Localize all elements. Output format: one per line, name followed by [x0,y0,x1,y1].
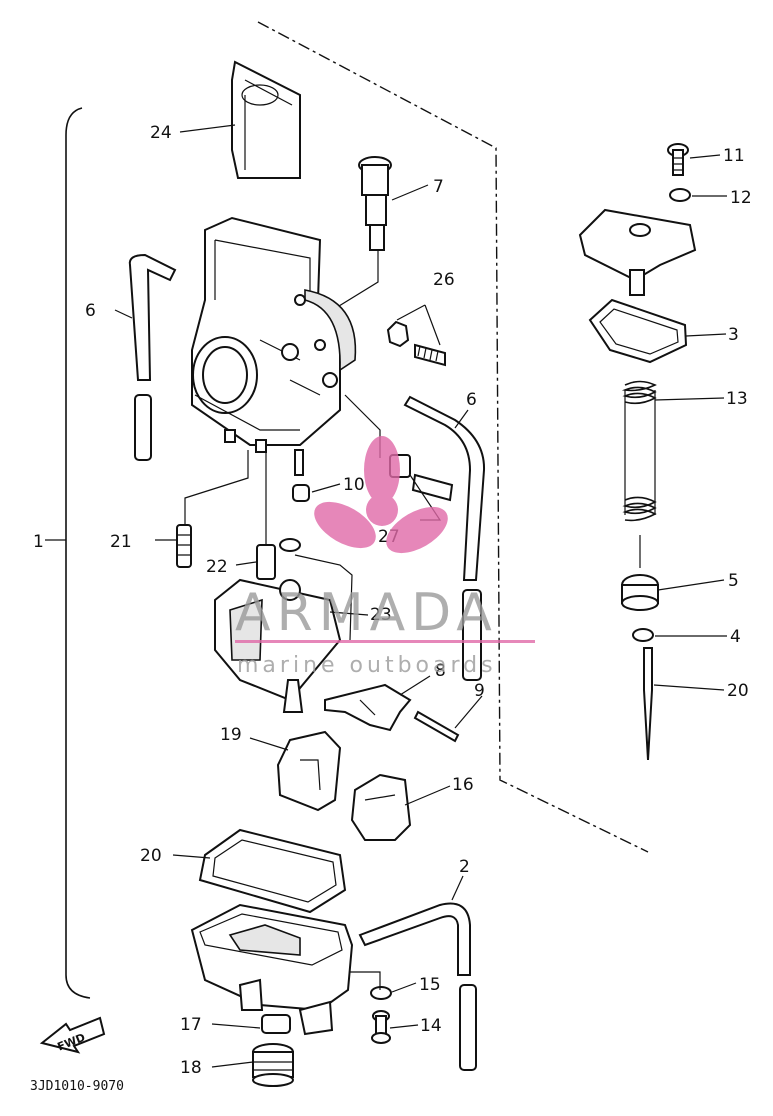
label-11: 11 [723,146,745,166]
label-7: 7 [433,177,444,197]
part-15-washer [350,971,392,1000]
label-26: 26 [433,270,455,290]
part-13-spring [621,380,657,522]
part-14-screw [371,1010,391,1044]
assembly-boundary [257,21,649,853]
part-6-right-hose [403,395,486,681]
part-3-gasket [588,298,688,364]
label-18: 18 [180,1058,202,1078]
label-3: 3 [728,325,739,345]
label-15: 15 [419,975,441,995]
propeller-logo-icon [314,436,448,554]
label-20: 20 [140,846,162,866]
float-bowl [190,903,354,1036]
label-12: 12 [730,188,752,208]
part-6-left-hose [128,253,177,461]
fwd-arrow-icon: FWD [39,1016,106,1054]
watermark-brand: ARMADA [235,583,498,643]
leader-lines [45,124,727,1068]
part-5-needle-holder [621,535,659,611]
part-16-cover [350,773,412,841]
part-21-needle [643,647,653,761]
label-13: 13 [726,389,748,409]
part-10-jet [292,484,310,502]
label-21: 20 [727,681,749,701]
part-2-overflow-hose [358,902,477,1071]
label-2: 2 [459,857,470,877]
part-8-float-arm [324,683,412,732]
part-23-main-jet [256,452,276,580]
label-8: 8 [435,661,446,681]
part-22-pilot-jet [176,450,249,568]
label-14: 14 [420,1016,442,1036]
part-9-pin [413,710,460,743]
part-18-drain-plug [252,1043,294,1087]
label-1: 1 [33,532,44,552]
label-16: 16 [452,775,474,795]
part-25-top-cover [231,60,301,179]
label-4: 4 [730,627,741,647]
part-labels: 24 6 7 26 6 10 27 1 21 22 23 8 9 19 16 2… [33,123,752,1078]
part-7-stop-screw [299,156,392,331]
diagram-code: 3JD1010-9070 [30,1079,124,1094]
label-5: 5 [728,571,739,591]
label-23: 22 [206,557,228,577]
label-17: 17 [180,1015,202,1035]
watermark-rule [235,640,535,643]
armada-watermark: ARMADA marine outboards [235,436,535,678]
label-6-right: 6 [466,390,477,410]
label-25: 24 [150,123,172,143]
part-4-clip [632,628,654,642]
assembly-bracket [65,107,91,999]
part-20-gasket [198,828,347,914]
label-19: 19 [220,725,242,745]
watermark-tagline: marine outboards [237,653,497,678]
part-12-washer [669,188,691,202]
label-10: 10 [343,475,365,495]
label-9: 9 [474,681,485,701]
label-22: 21 [110,532,132,552]
label-24: 23 [370,605,392,625]
part-11-screw [667,143,689,176]
carb-top-cap [578,208,697,296]
part-26-screw-nut [386,304,446,367]
part-19-baffle [276,730,342,812]
label-6-left: 6 [85,301,96,321]
carburetor-body [191,216,357,476]
